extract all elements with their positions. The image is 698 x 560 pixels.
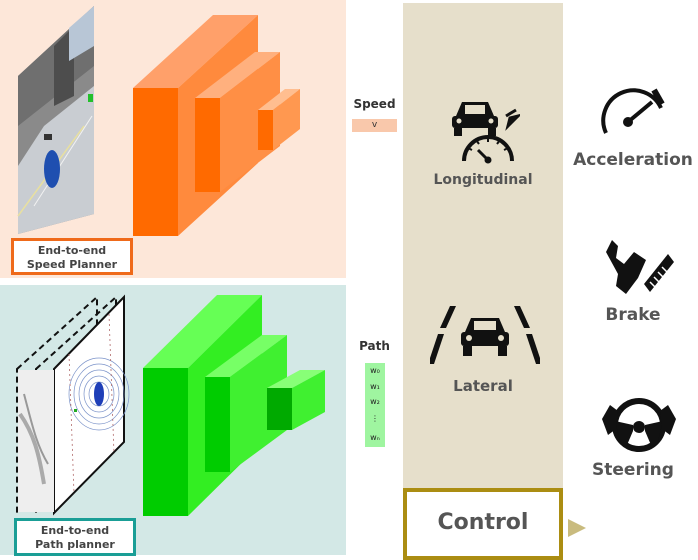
camera-image bbox=[17, 6, 94, 234]
acceleration-label: Acceleration bbox=[573, 150, 693, 170]
speed-planner-label: End-to-end Speed Planner bbox=[11, 238, 133, 275]
brake-pedal-icon bbox=[606, 240, 674, 294]
waypoint-item: ⋮ bbox=[371, 414, 379, 423]
speed-title: Speed bbox=[353, 97, 396, 111]
control-title: Control bbox=[437, 510, 529, 535]
waypoint-item: w₁ bbox=[370, 382, 380, 391]
steering-label: Steering bbox=[592, 460, 674, 480]
speed-cnn bbox=[133, 15, 300, 236]
path-planner-label: End-to-end Path planner bbox=[14, 518, 136, 556]
lateral-control-icon bbox=[430, 306, 540, 364]
path-cnn bbox=[143, 295, 325, 516]
point-cloud-stack bbox=[16, 294, 130, 516]
lateral-label: Lateral bbox=[453, 377, 513, 395]
control-panel bbox=[403, 3, 563, 493]
waypoint-item: w₀ bbox=[370, 366, 380, 375]
speed-value: v bbox=[371, 120, 378, 130]
speed-value-box: v bbox=[352, 119, 397, 132]
waypoint-item: w₂ bbox=[370, 397, 380, 406]
longitudinal-label: Longitudinal bbox=[433, 172, 533, 188]
waypoint-item: wₙ bbox=[370, 433, 380, 442]
longitudinal-control-icon bbox=[452, 102, 520, 164]
waypoint-list: w₀ w₁ w₂ ⋮ wₙ bbox=[365, 363, 385, 447]
path-title: Path bbox=[359, 339, 390, 353]
speedometer-icon bbox=[601, 88, 665, 134]
control-box: Control bbox=[403, 488, 563, 560]
steering-wheel-icon bbox=[602, 398, 676, 452]
arrow-right-icon bbox=[568, 519, 586, 537]
brake-label: Brake bbox=[605, 305, 661, 325]
